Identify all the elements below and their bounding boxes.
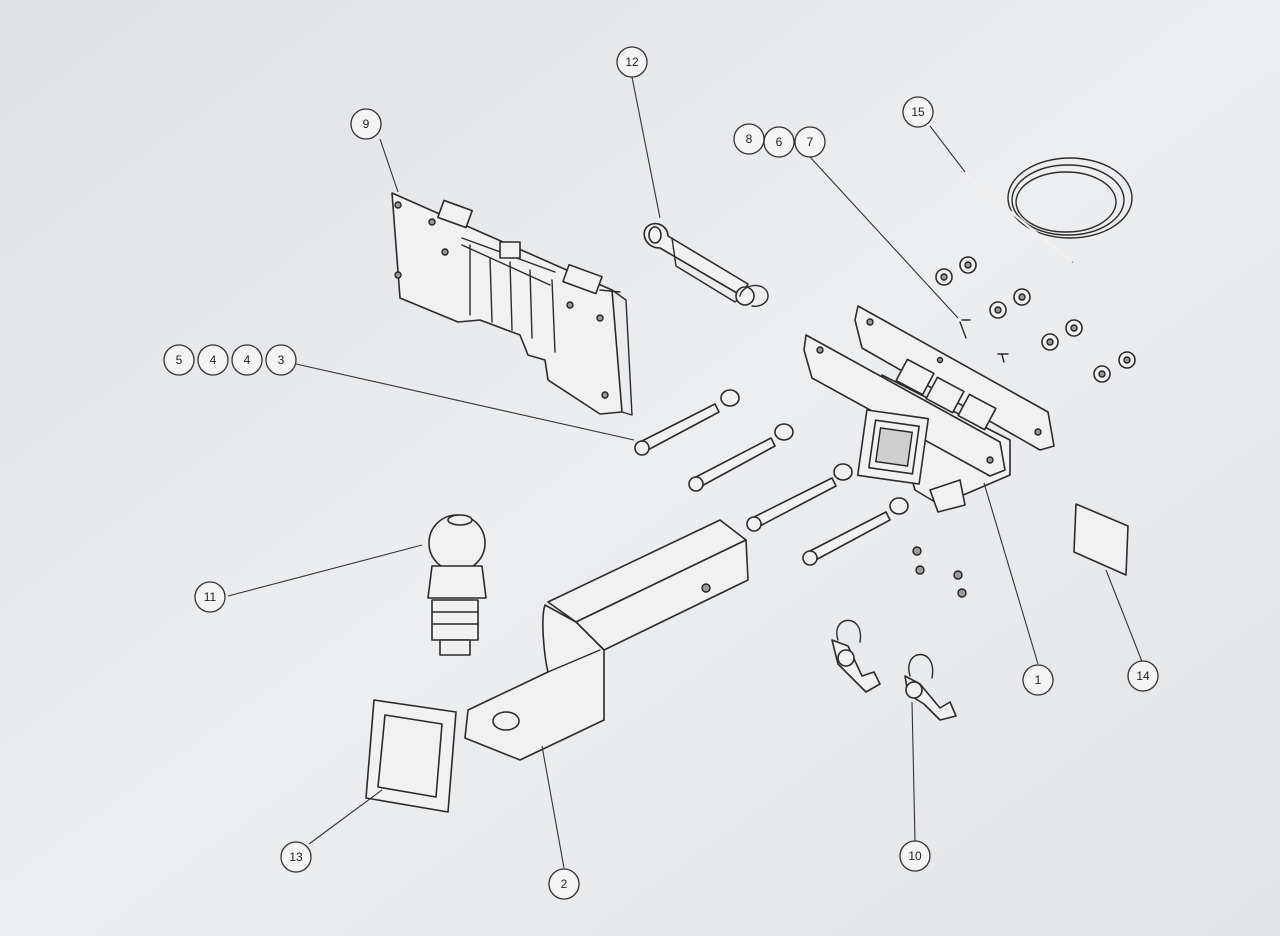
callout-3-label: 3 [278, 353, 285, 367]
part-hitch-pin [643, 222, 769, 307]
callout-15-label: 15 [911, 105, 925, 119]
callout-10-label: 10 [908, 849, 922, 863]
callout-4b-label: 4 [210, 353, 217, 367]
callout-1: 1 [1022, 664, 1054, 696]
callout-3: 3 [265, 344, 297, 376]
callout-2-label: 2 [561, 877, 568, 891]
callout-11-label: 11 [204, 590, 217, 604]
part-receiver-cover [365, 699, 457, 813]
callout-4a-label: 4 [244, 353, 251, 367]
callout-5: 5 [163, 344, 195, 376]
callout-4a: 4 [231, 344, 263, 376]
callout-6-label: 6 [776, 135, 783, 149]
part-small-nuts [912, 546, 967, 598]
callout-10: 10 [899, 840, 931, 872]
callout-8: 8 [733, 123, 765, 155]
part-receiver-assembly [803, 305, 1055, 513]
leader-lines [227, 76, 1144, 869]
callout-4b: 4 [197, 344, 229, 376]
part-shackles [831, 619, 957, 721]
shackle-2 [904, 653, 957, 721]
callout-12-label: 12 [625, 55, 639, 69]
callout-14: 14 [1127, 660, 1159, 692]
part-hitch-ball [427, 514, 487, 656]
part-label-plate [1073, 503, 1129, 576]
callout-1-label: 1 [1035, 673, 1042, 687]
callout-6: 6 [763, 126, 795, 158]
callout-12: 12 [616, 46, 648, 78]
bolt-3 [746, 463, 853, 532]
callout-2: 2 [548, 868, 580, 900]
callout-8-label: 8 [746, 132, 753, 146]
callout-15: 15 [902, 96, 934, 128]
part-ball-mount-drawbar [464, 519, 749, 761]
part-nuts-and-washers [935, 256, 1136, 383]
part-license-plate-bracket [391, 192, 633, 416]
callout-13-label: 13 [289, 850, 303, 864]
shackle-1 [831, 619, 881, 693]
callout-5-label: 5 [176, 353, 183, 367]
bolt-2 [688, 423, 794, 492]
bolt-4 [802, 497, 909, 566]
bolt-1 [634, 389, 740, 456]
callout-14-label: 14 [1136, 669, 1150, 683]
callout-7-label: 7 [807, 135, 814, 149]
part-bolts [634, 389, 909, 566]
callout-9-label: 9 [363, 117, 370, 131]
callout-11: 11 [194, 581, 226, 613]
callout-7: 7 [794, 126, 826, 158]
part-wire-coil [961, 157, 1133, 263]
callout-9: 9 [350, 108, 382, 140]
callout-13: 13 [280, 841, 312, 873]
